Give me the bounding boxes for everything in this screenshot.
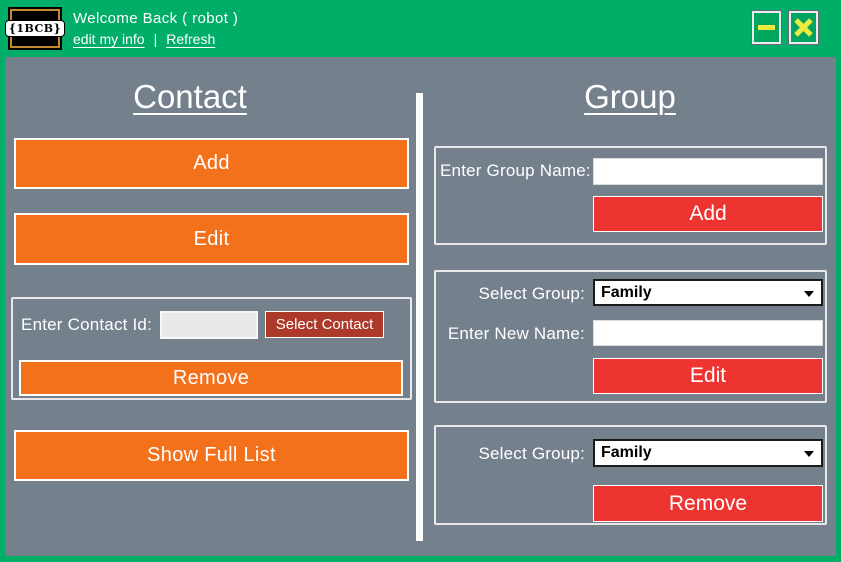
app-logo: {1BCB} [4,7,66,50]
select-group-label: Select Group: [478,444,585,463]
new-name-input[interactable] [593,320,823,346]
show-full-list-button[interactable]: Show Full List [14,430,409,481]
group-add-groupbox [434,146,827,245]
selected-group-value: Family [601,444,652,461]
titlebar: {1BCB} Welcome Back ( robot ) edit my in… [0,0,841,57]
group-remove-button[interactable]: Remove [593,485,823,522]
group-select-dropdown[interactable]: Family [593,279,823,306]
window-title: Welcome Back ( robot ) [73,10,239,27]
edit-my-info-link[interactable]: edit my info [73,31,145,47]
selected-group-value: Family [601,283,652,301]
contact-remove-groupbox [11,297,412,400]
select-contact-button[interactable]: Select Contact [265,311,384,338]
contact-add-button[interactable]: Add [14,138,409,189]
x-icon [794,18,813,37]
contact-remove-button[interactable]: Remove [19,360,403,396]
group-name-label: Enter Group Name: [440,161,591,180]
titlebar-links: edit my info | Refresh [73,31,215,47]
chevron-down-icon [804,451,814,457]
close-button[interactable] [788,10,819,45]
group-add-button[interactable]: Add [593,196,823,232]
chevron-down-icon [804,290,814,297]
minus-icon [758,25,775,30]
group-name-input[interactable] [593,158,823,185]
logo-text: {1BCB} [4,20,66,37]
new-name-label: Enter New Name: [447,324,585,343]
link-separator: | [153,31,158,47]
refresh-link[interactable]: Refresh [166,31,216,47]
contact-edit-button[interactable]: Edit [14,213,409,265]
contact-id-input[interactable] [160,311,258,339]
select-group-label: Select Group: [478,284,585,303]
group-edit-button[interactable]: Edit [593,358,823,394]
column-divider [416,93,423,541]
contact-heading: Contact [133,78,247,115]
group-select-dropdown[interactable]: Family [593,439,823,467]
group-edit-groupbox [434,270,827,403]
group-heading: Group [584,78,676,115]
group-remove-groupbox [434,425,827,525]
minimize-button[interactable] [751,10,782,45]
contact-id-label: Enter Contact Id: [21,315,152,334]
